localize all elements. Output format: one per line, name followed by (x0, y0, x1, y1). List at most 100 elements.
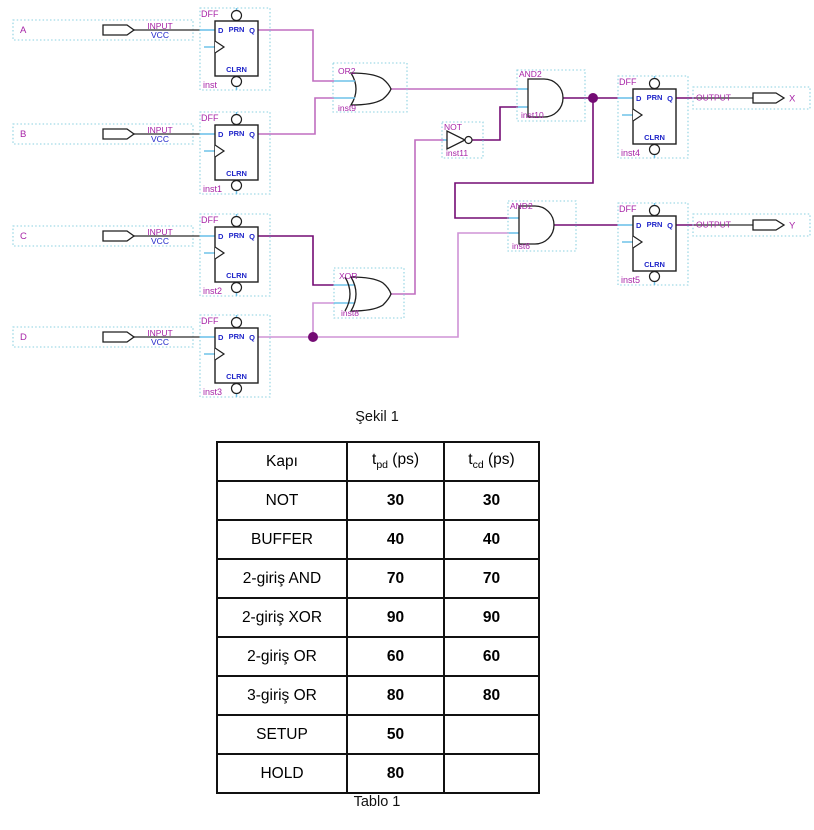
cell-tcd (443, 753, 540, 794)
tpd-symbol: t (372, 451, 377, 469)
dff-box (617, 75, 689, 159)
dff-port-clrn: CLRN (226, 271, 247, 280)
dff-type-label: DFF (201, 215, 219, 225)
col-header-tcd: tcd (ps) (443, 441, 540, 482)
output-pin-tag (752, 92, 786, 104)
input-pin-tag (102, 128, 136, 140)
input-pin-name: A (20, 25, 27, 36)
input-pin-name: D (20, 332, 27, 343)
tcd-subscript: cd (472, 459, 484, 472)
and-shape (527, 78, 564, 118)
output-pin-type-label: OUTPUT (696, 220, 731, 230)
tpd-unit: (ps) (388, 451, 419, 469)
cell-tpd: 80 (346, 675, 445, 716)
dff-box (199, 111, 271, 195)
dff-port-prn: PRN (229, 332, 245, 341)
table-caption: Tablo 1 (353, 794, 401, 810)
col-header-gate: Kapı (216, 441, 348, 482)
wire-and10-branch (454, 98, 594, 219)
clrn-bubble (230, 75, 243, 88)
prn-bubble (230, 9, 243, 22)
input-pin-value-label: VCC (151, 337, 169, 347)
gate-type-label: OR2 (338, 66, 356, 76)
input-pin-name: B (20, 129, 26, 140)
input-pin-tag (102, 230, 136, 242)
gate-type-label: AND2 (510, 201, 533, 211)
cell-tpd: 40 (346, 519, 445, 560)
cell-gate: 2-giriş AND (216, 558, 348, 599)
wire-net-a (258, 29, 334, 82)
tcd-symbol: t (468, 451, 473, 469)
prn-bubble (230, 316, 243, 329)
dff-port-q: Q (667, 94, 673, 103)
cell-tpd: 60 (346, 636, 445, 677)
dff-port-clrn: CLRN (644, 260, 665, 269)
gate-inst-label: inst6 (512, 241, 530, 251)
wire-not-out (472, 106, 518, 141)
dff-port-clrn: CLRN (226, 372, 247, 381)
clrn-bubble (230, 179, 243, 192)
dff-port-d: D (636, 221, 642, 230)
dff-port-q: Q (249, 26, 255, 35)
wire-net-c (258, 235, 334, 286)
tcd-unit: (ps) (483, 451, 515, 469)
gate-box (507, 200, 577, 252)
dff-port-q: Q (249, 130, 255, 139)
clock-triangle (214, 144, 226, 158)
dff-inst-label: inst (203, 80, 218, 90)
output-pin-tag (752, 219, 786, 231)
dff-box (199, 7, 271, 91)
clock-triangle (632, 108, 644, 122)
xor-shape (349, 276, 392, 312)
table-header-row: Kapı tpd (ps) tcd (ps) (216, 441, 540, 482)
clock-triangle (632, 235, 644, 249)
cell-gate: 2-giriş OR (216, 636, 348, 677)
cell-tpd: 30 (346, 480, 445, 521)
dff-type-label: DFF (201, 113, 219, 123)
dff-port-d: D (218, 130, 224, 139)
clock-triangle (214, 347, 226, 361)
cell-gate: 2-giriş XOR (216, 597, 348, 638)
gate-inst-label: inst10 (521, 110, 544, 120)
cell-tcd: 30 (443, 480, 540, 521)
cell-tcd: 80 (443, 675, 540, 716)
junction-dot (308, 332, 318, 342)
input-pin-type-label: INPUT (147, 125, 173, 135)
dff-port-d: D (218, 26, 224, 35)
dff-box (199, 314, 271, 398)
input-pin-tag (102, 331, 136, 343)
gate-type-label: NOT (444, 122, 462, 132)
dff-type-label: DFF (201, 316, 219, 326)
gate-and2-inst6: AND2 inst6 (507, 200, 577, 252)
gate-box (516, 69, 586, 122)
clock-triangle (214, 40, 226, 54)
input-pin-value-label: VCC (151, 236, 169, 246)
cell-gate: HOLD (216, 753, 348, 794)
dff-port-q: Q (249, 333, 255, 342)
cell-tpd: 90 (346, 597, 445, 638)
input-pin-value-label: VCC (151, 134, 169, 144)
dff-port-d: D (218, 232, 224, 241)
dff-port-prn: PRN (229, 25, 245, 34)
output-pin-box (692, 86, 811, 110)
input-pin-value-label: VCC (151, 30, 169, 40)
xor-back-arc (344, 276, 351, 312)
output-pin-name: X (789, 94, 796, 105)
cell-tcd: 70 (443, 558, 540, 599)
